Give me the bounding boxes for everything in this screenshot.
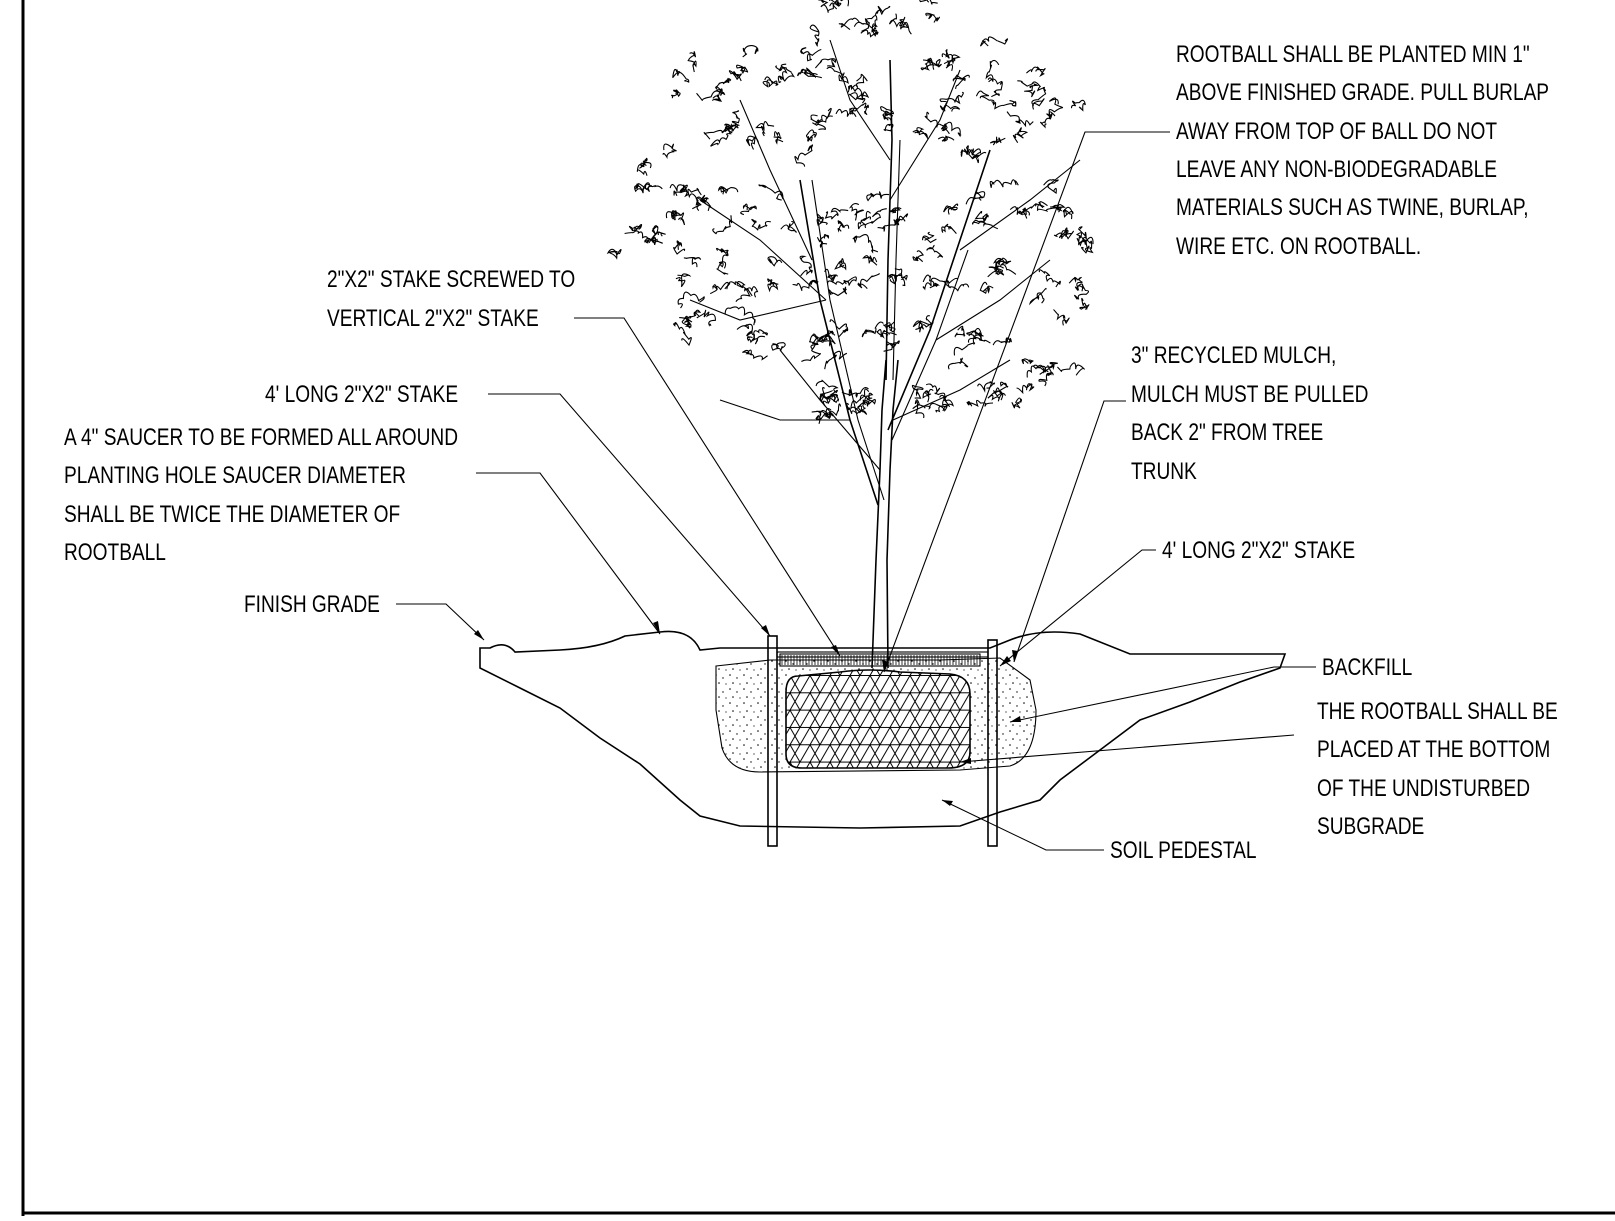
label-stake-screwed: 2"X2" STAKE SCREWED TO VERTICAL 2"X2" ST… [327, 265, 575, 332]
mulch-line-3: BACK 2" FROM TREE [1131, 418, 1323, 446]
tree-trunk [689, 39, 1081, 669]
rootball-note-line-6: WIRE ETC. ON ROOTBALL. [1176, 232, 1421, 260]
rootball-note-line-5: MATERIALS SUCH AS TWINE, BURLAP, [1176, 193, 1529, 221]
leader-arrowheads [474, 621, 1021, 806]
undisturbed-soil [479, 630, 1287, 829]
saucer-line-3: SHALL BE TWICE THE DIAMETER OF [64, 500, 400, 528]
saucer-line-1: A 4" SAUCER TO BE FORMED ALL AROUND [64, 423, 458, 451]
label-rootball-note: ROOTBALL SHALL BE PLANTED MIN 1" ABOVE F… [1176, 40, 1549, 260]
stake-left [767, 635, 778, 847]
saucer-line-4: ROOTBALL [64, 538, 166, 566]
label-stake-right: 4' LONG 2"X2" STAKE [1162, 536, 1355, 564]
mulch-line-4: TRUNK [1131, 457, 1197, 485]
label-rootball-placement: THE ROOTBALL SHALL BE PLACED AT THE BOTT… [1317, 697, 1558, 840]
tree-canopy [606, 0, 1094, 424]
stake-screwed-line-1: 2"X2" STAKE SCREWED TO [327, 265, 575, 293]
rootball [785, 669, 971, 769]
rootball-placement-line-2: PLACED AT THE BOTTOM [1317, 735, 1550, 763]
rootball-note-line-1: ROOTBALL SHALL BE PLANTED MIN 1" [1176, 40, 1530, 68]
saucer-line-2: PLANTING HOLE SAUCER DIAMETER [64, 461, 406, 489]
label-mulch: 3" RECYCLED MULCH, MULCH MUST BE PULLED … [1131, 341, 1368, 485]
rootball-placement-line-3: OF THE UNDISTURBED [1317, 774, 1530, 802]
leader-lines [396, 131, 1316, 851]
label-finish-grade: FINISH GRADE [244, 590, 380, 618]
mulch-line-2: MULCH MUST BE PULLED [1131, 380, 1368, 408]
rootball-note-line-2: ABOVE FINISHED GRADE. PULL BURLAP [1176, 78, 1549, 106]
rootball-note-line-3: AWAY FROM TOP OF BALL DO NOT [1176, 117, 1497, 145]
label-soil-pedestal: SOIL PEDESTAL [1110, 836, 1257, 864]
label-saucer: A 4" SAUCER TO BE FORMED ALL AROUND PLAN… [64, 423, 458, 566]
label-backfill: BACKFILL [1322, 653, 1412, 681]
stake-right [987, 639, 998, 847]
rootball-placement-line-4: SUBGRADE [1317, 812, 1424, 840]
stake-screwed-line-2: VERTICAL 2"X2" STAKE [327, 304, 539, 332]
rootball-placement-line-1: THE ROOTBALL SHALL BE [1317, 697, 1558, 725]
label-stake-left: 4' LONG 2"X2" STAKE [265, 380, 458, 408]
mulch-line-1: 3" RECYCLED MULCH, [1131, 341, 1336, 369]
rootball-note-line-4: LEAVE ANY NON-BIODEGRADABLE [1176, 155, 1497, 183]
horizontal-stake [776, 651, 989, 658]
